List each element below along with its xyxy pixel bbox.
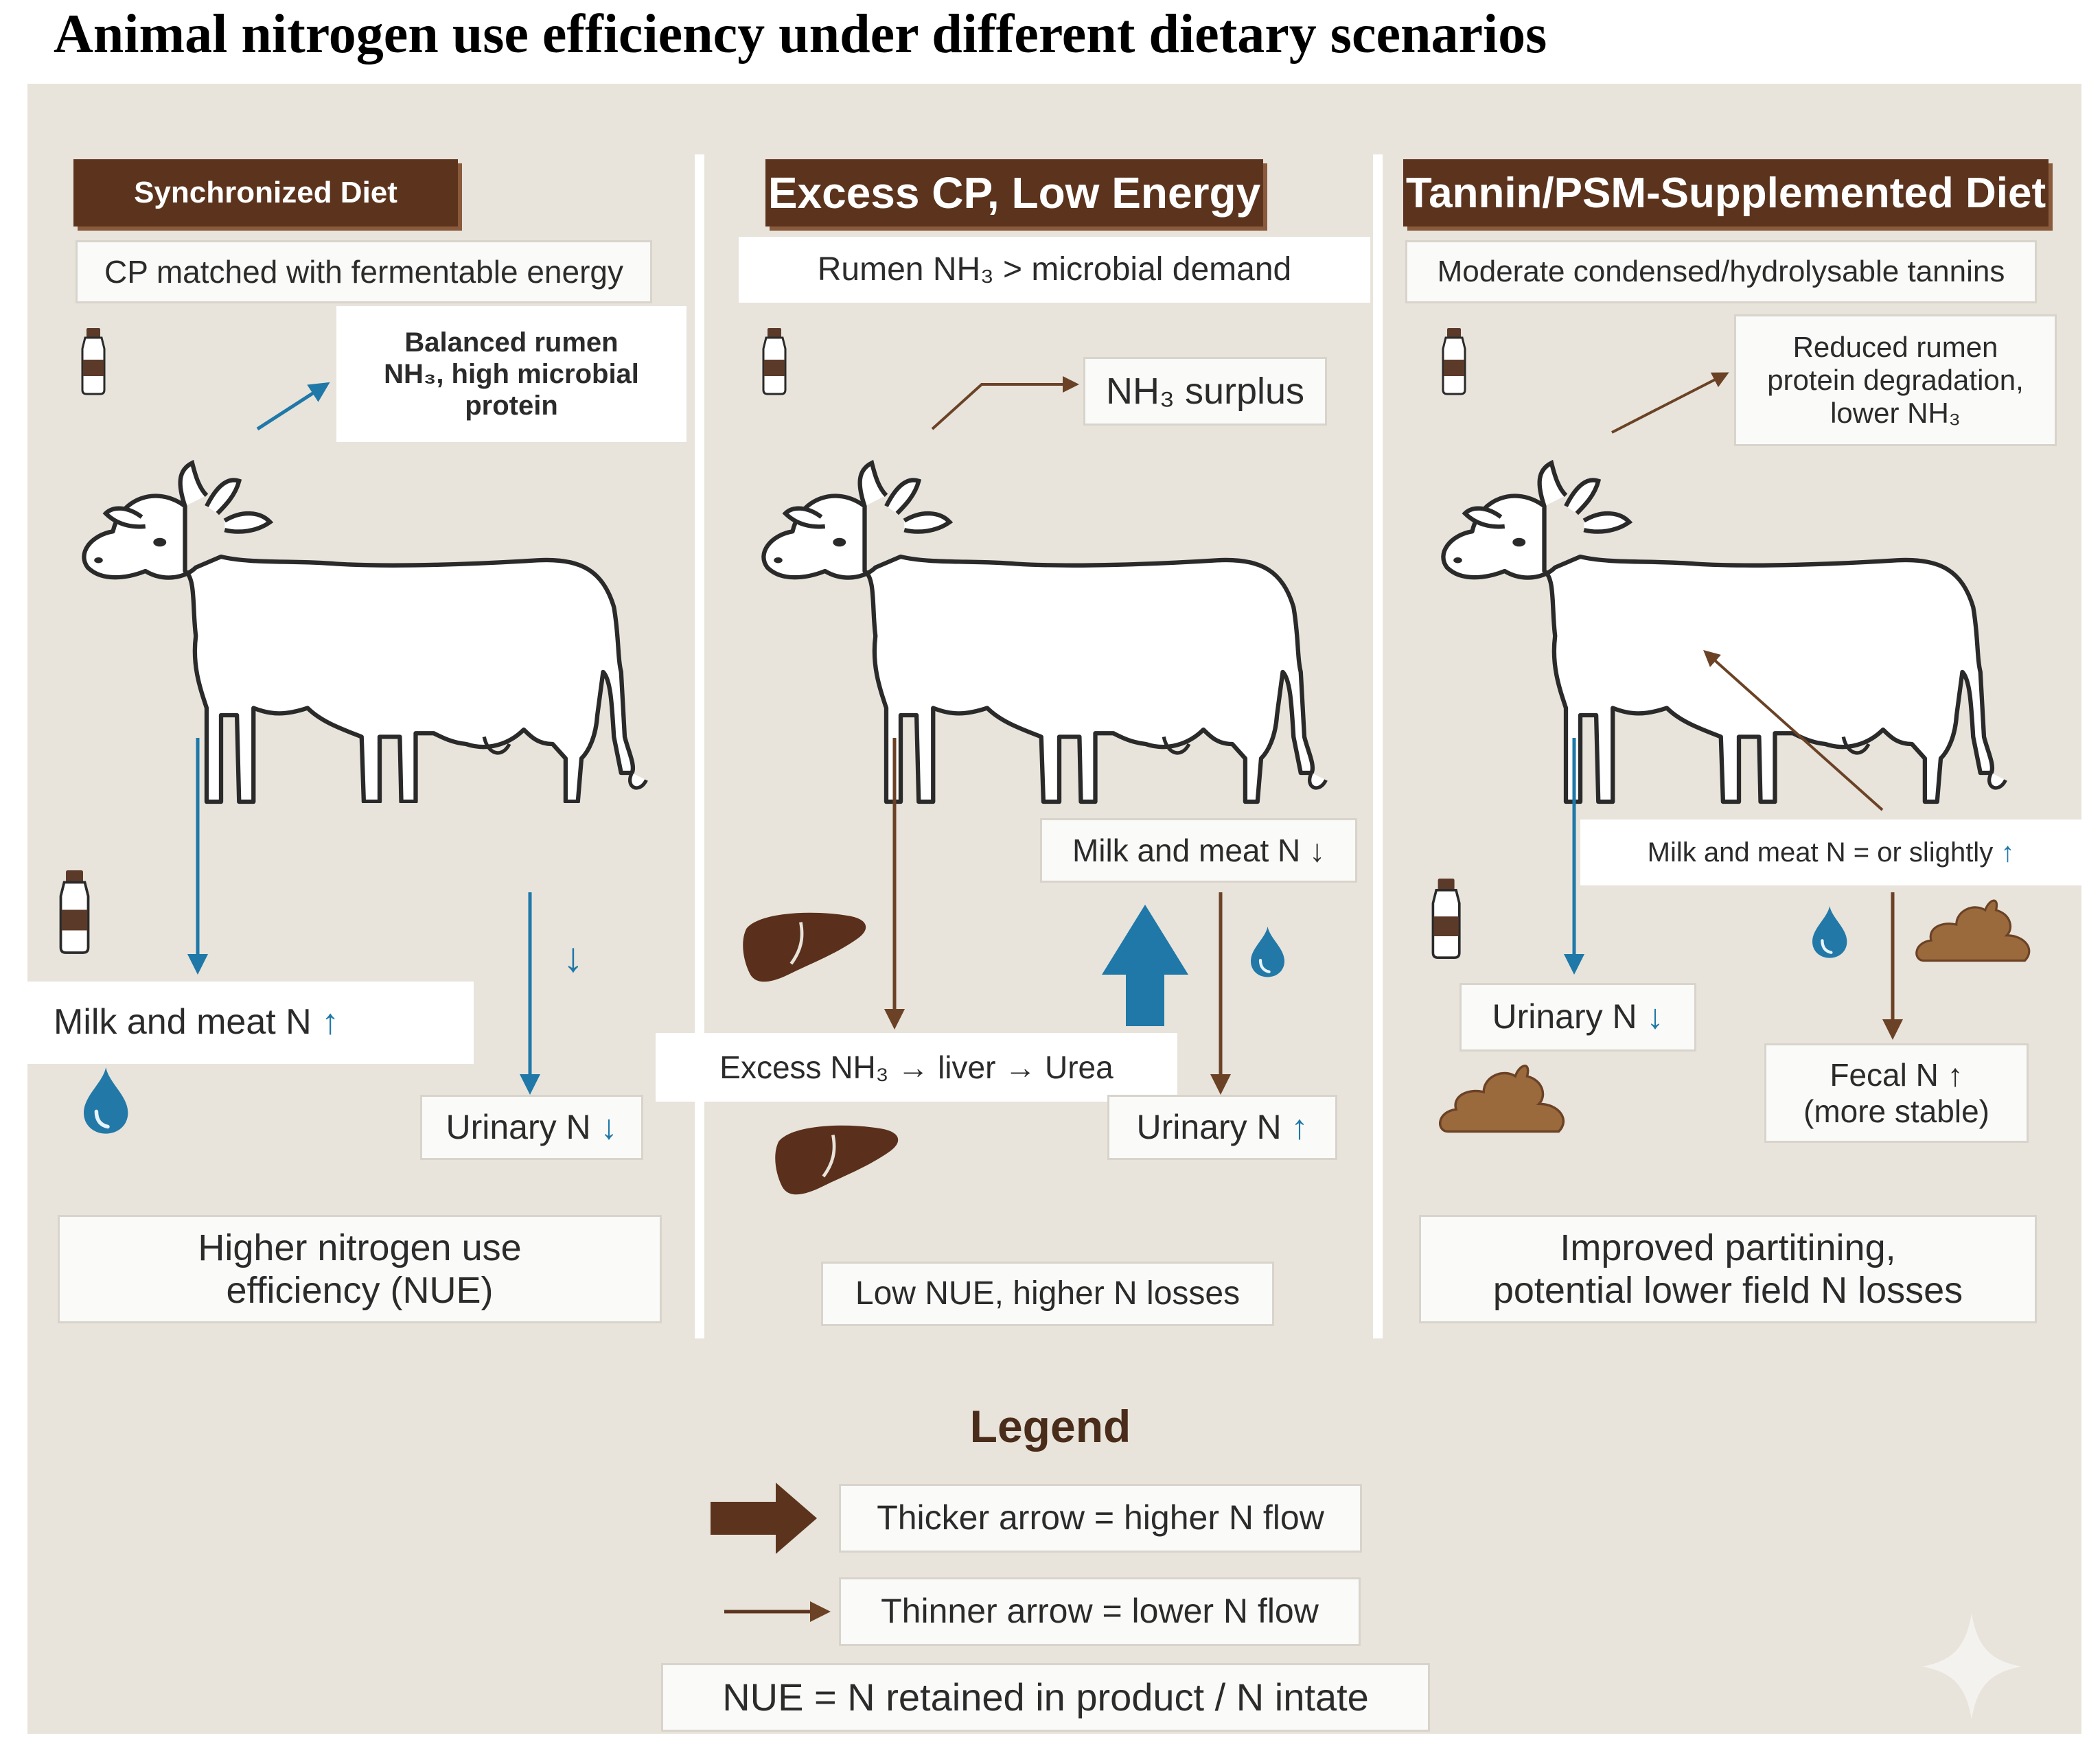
summary-box: Improved partitining, potential lower fi… (1419, 1215, 2037, 1323)
urinary-label: Urinary N ↓ (1459, 983, 1696, 1052)
summary-box: Low NUE, higher N losses (821, 1262, 1274, 1326)
panel-header: Excess CP, Low Energy (765, 159, 1263, 227)
legend-thick-arrow-label: Thicker arrow = higher N flow (839, 1484, 1362, 1553)
panel-header: Tannin/PSM-Supplemented Diet (1403, 159, 2049, 227)
up-arrow-icon: ↑ (321, 1002, 340, 1043)
water-drop-icon (1812, 906, 1847, 958)
nue-definition: NUE = N retained in product / N intate (661, 1663, 1430, 1732)
liver-icon (775, 1126, 898, 1194)
fecal-label: Fecal N ↑ (more stable) (1764, 1043, 2029, 1143)
product-label: Milk and meat N = or slightly ↑ (1580, 820, 2081, 885)
urinary-label-text: Urinary N (446, 1107, 591, 1146)
product-label-text: Milk and meat N (1072, 832, 1301, 868)
urinary-label-text: Urinary N (1492, 997, 1637, 1036)
liver-note: Excess NH₃ → liver → Urea (656, 1033, 1177, 1102)
cow-icon (763, 463, 1326, 802)
thick-upward-arrow (1102, 905, 1188, 1026)
sparkle-icon (1922, 1613, 2022, 1719)
milk-bottle-icon (1431, 877, 1461, 959)
milk-bottle-icon (59, 869, 90, 954)
urinary-label: Urinary N ↓ (420, 1095, 643, 1160)
rumen-arrow (931, 376, 1079, 430)
down-arrow-icon: ↓ (1646, 997, 1664, 1036)
legend-thick-arrow-icon (711, 1483, 817, 1554)
milk-bottle-icon (81, 327, 106, 395)
down-arrow-icon: ↓ (1309, 832, 1326, 868)
panel-subtitle: Moderate condensed/hydrolysable tannins (1405, 240, 2037, 303)
panel-subtitle: CP matched with fermentable energy (76, 240, 652, 303)
summary-box: Higher nitrogen use efficiency (NUE) (58, 1215, 662, 1323)
cow-icon (84, 463, 646, 802)
water-drop-icon (1251, 927, 1284, 977)
legend-title: Legend (969, 1401, 1131, 1452)
figure-title: Animal nitrogen use efficiency under dif… (54, 4, 1547, 65)
down-arrow-icon: ↓ (563, 934, 584, 980)
panel-header: Synchronized Diet (73, 159, 458, 227)
panel-divider (1373, 154, 1383, 1338)
rumen-note: Reduced rumen protein degradation, lower… (1734, 314, 2057, 446)
rumen-arrow (256, 382, 330, 431)
water-drop-icon (84, 1067, 128, 1134)
label-backdrop (280, 803, 692, 885)
product-label: Milk and meat N ↑ (27, 982, 474, 1064)
liver-icon (743, 913, 866, 982)
urinary-label-text: Urinary N (1136, 1107, 1282, 1146)
up-arrow-icon: ↑ (2000, 837, 2015, 868)
up-arrow-icon: ↑ (1291, 1107, 1308, 1146)
panel-subtitle: Rumen NH₃ > microbial demand (739, 237, 1370, 303)
milk-bottle-icon (1442, 327, 1466, 395)
manure-icon (1915, 899, 2031, 962)
product-label-text: Milk and meat N = or slightly (1647, 837, 1994, 868)
urinary-label: Urinary N ↑ (1107, 1095, 1337, 1160)
rumen-note: NH₃ surplus (1083, 357, 1327, 426)
rumen-note: Balanced rumen NH₃, high microbial prote… (336, 306, 686, 442)
legend-thin-arrow-label: Thinner arrow = lower N flow (839, 1577, 1361, 1646)
product-label: Milk and meat N ↓ (1040, 818, 1357, 883)
cow-icon (1443, 463, 2005, 802)
manure-icon (1439, 1065, 1565, 1133)
down-arrow-icon: ↓ (600, 1107, 618, 1146)
product-label-text: Milk and meat N (54, 1002, 312, 1043)
feedback-arrow (1703, 650, 1884, 811)
milk-bottle-icon (762, 327, 787, 395)
rumen-arrow (1611, 372, 1729, 434)
